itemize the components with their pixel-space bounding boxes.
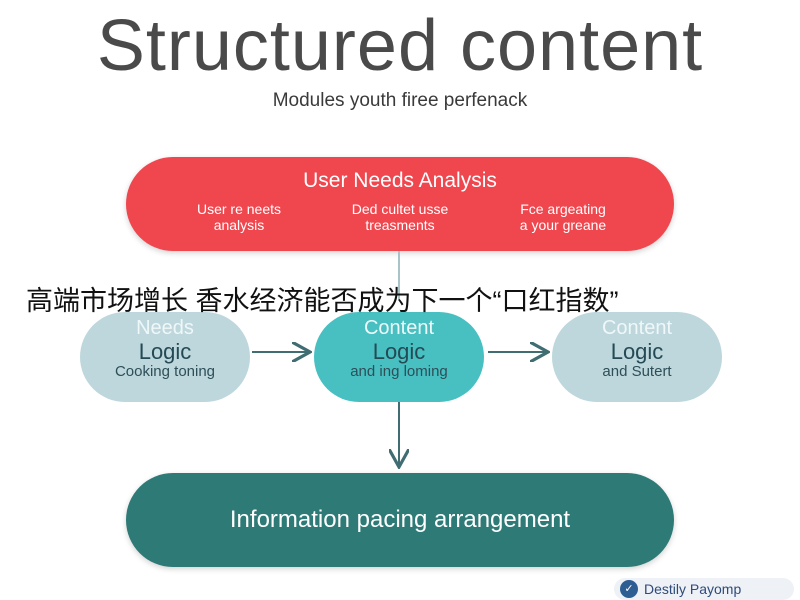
logic-node-needs: Needs Logic Cooking toning [80, 312, 250, 402]
watermark-label: Destily Payomp [644, 581, 742, 597]
top-node-item-3-line1: Fce argeating [520, 201, 606, 217]
check-icon: ✓ [620, 580, 638, 598]
diagram-title: Structured content [96, 6, 704, 86]
logic-node-content-center-head: Content [363, 317, 435, 339]
bottom-node-title: Information pacing arrangement [229, 506, 571, 533]
logic-node-content-right: Content Logic and Sutert [552, 312, 722, 402]
top-node-item-2: Ded cultet usse treasments [315, 201, 485, 233]
logic-node-needs-head: Needs [136, 317, 194, 339]
top-node-item-1-line2: analysis [213, 217, 265, 233]
logic-node-content-center-small: and ing loming [350, 363, 448, 380]
top-node-item-2-line1: Ded cultet usse [351, 201, 449, 217]
logic-node-content-center-main: Logic [372, 339, 426, 364]
diagram-subtitle: Modules youth firee perfenack [272, 90, 528, 111]
top-node-title: User Needs Analysis [303, 169, 497, 192]
top-node-item-2-line2: treasments [365, 217, 435, 233]
logic-node-needs-main: Logic [138, 339, 192, 364]
top-node-item-1-line1: User re neets [196, 201, 282, 217]
top-node-item-3-line2: a your greane [519, 217, 607, 233]
bottom-node-information-pacing: Information pacing arrangement [126, 473, 674, 567]
watermark-badge: ✓ Destily Payomp [614, 578, 794, 600]
logic-node-content-center: Content Logic and ing loming [314, 312, 484, 402]
logic-node-content-right-small: and Sutert [602, 363, 672, 380]
overlay-caption: 高端市场增长 香水经济能否成为下一个“口红指数” [26, 286, 619, 316]
logic-node-needs-small: Cooking toning [114, 363, 216, 380]
top-node-item-3: Fce argeating a your greane [478, 201, 648, 233]
top-node-item-1: User re neets analysis [154, 201, 324, 233]
top-connector-line [398, 251, 400, 299]
logic-node-content-right-main: Logic [610, 339, 664, 364]
logic-node-content-right-head: Content [601, 317, 673, 339]
top-node-user-needs-analysis: User Needs Analysis User re neets analys… [126, 157, 674, 251]
